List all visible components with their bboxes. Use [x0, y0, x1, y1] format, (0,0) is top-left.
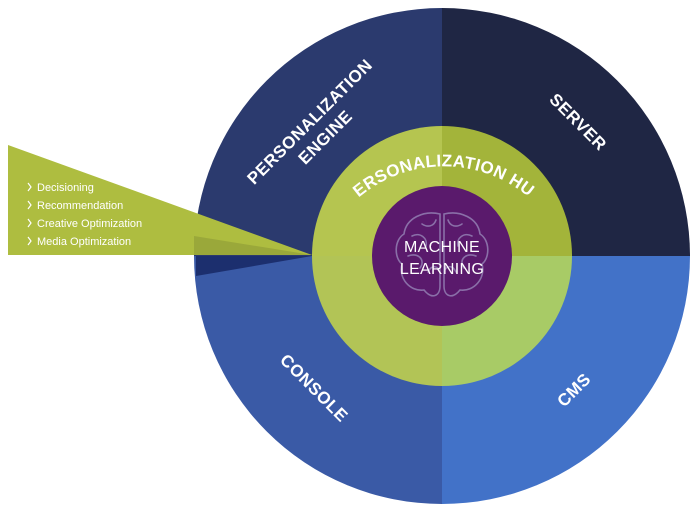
brain-icon — [395, 212, 489, 297]
chevron-right-icon — [27, 236, 32, 246]
fan-item-label: Recommendation — [37, 200, 123, 212]
fan-wedge — [8, 145, 312, 255]
fan-item: Decisioning — [27, 182, 94, 194]
center-label-line1: MACHINE — [404, 239, 480, 256]
fan-list: Decisioning Recommendation Creative Opti… — [27, 182, 142, 248]
fan-item-label: Media Optimization — [37, 236, 131, 248]
fan-item-label: Creative Optimization — [37, 218, 142, 230]
chevron-right-icon — [27, 200, 32, 210]
fan-item: Creative Optimization — [27, 218, 142, 230]
fan-item-label: Decisioning — [37, 182, 94, 194]
fan-item: Recommendation — [27, 200, 123, 212]
machine-learning-circle — [372, 186, 512, 326]
chevron-right-icon — [27, 218, 32, 228]
center-label-line2: LEARNING — [400, 261, 484, 278]
fan-wedge-navy — [196, 256, 312, 276]
fan-item: Media Optimization — [27, 236, 131, 248]
chevron-right-icon — [27, 182, 32, 192]
fan-wedge-lower — [194, 236, 312, 255]
